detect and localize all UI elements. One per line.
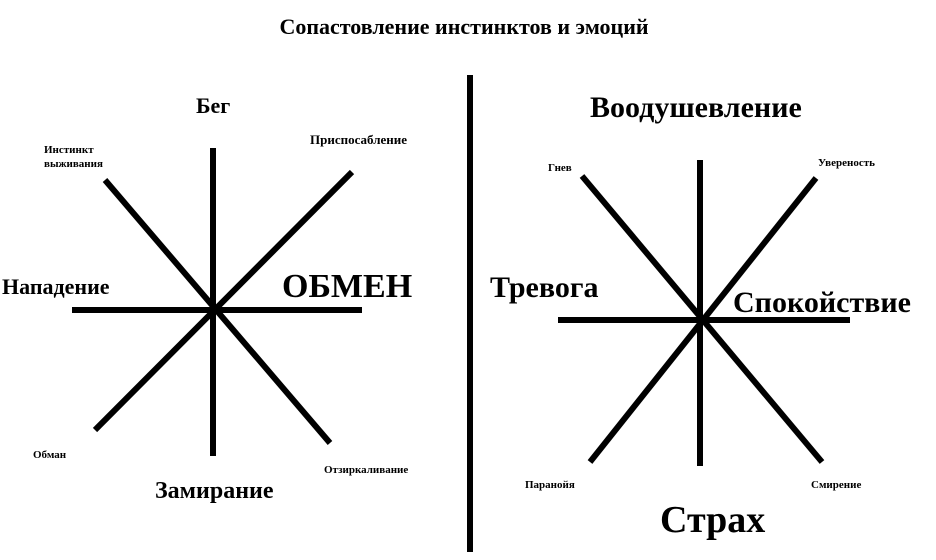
diagram-title: Сопастовление инстинктов и эмоций [279, 14, 648, 39]
instinct-axis-diagonal-up [92, 169, 355, 433]
emotion-label-top-right: Увереность [818, 157, 875, 169]
emotion-label-top-left: Гнев [548, 162, 572, 174]
emotion-label-left: Тревога [490, 271, 599, 304]
instinct-label-right: ОБМЕН [282, 268, 412, 305]
instinct-axis-diagonal-down [102, 178, 333, 445]
instinct-label-bottom-left: Обман [33, 449, 67, 461]
instinct-label-top-right: Приспосабление [310, 132, 407, 147]
emotion-label-right: Спокойствие [733, 286, 911, 319]
instincts-star: Бег Инстинкт выживания Приспосабление На… [2, 93, 412, 504]
instinct-label-top-left-1: Инстинкт [44, 144, 94, 156]
emotions-star: Воодушевление Гнев Увереность Тревога Сп… [490, 91, 911, 541]
emotion-label-top: Воодушевление [590, 91, 802, 124]
instinct-label-top-left-2: выживания [44, 158, 103, 170]
instinct-label-left: Нападение [2, 274, 110, 299]
instinct-label-bottom-right: Отзиркаливание [324, 464, 408, 476]
emotion-label-bottom-left: Паранойя [525, 479, 575, 491]
emotion-label-bottom: Страх [660, 499, 765, 541]
instinct-label-top: Бег [196, 93, 230, 118]
emotion-axis-diagonal-up [587, 176, 819, 464]
emotion-label-bottom-right: Смирение [811, 479, 861, 491]
instinct-label-bottom: Замирание [155, 478, 274, 504]
